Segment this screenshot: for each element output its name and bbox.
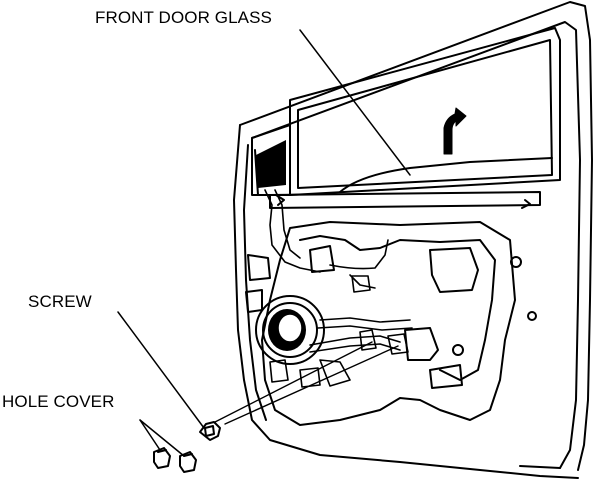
wiring-harness xyxy=(265,190,412,330)
glass-up-arrow xyxy=(444,108,466,154)
front-door-glass-label: FRONT DOOR GLASS xyxy=(95,8,272,27)
hole-cover-label: HOLE COVER xyxy=(2,392,115,411)
screw-leader-line xyxy=(118,312,204,428)
screw-path-lines xyxy=(215,342,398,424)
hole-cover-leader-lines xyxy=(140,420,184,456)
window-corner-patch xyxy=(256,140,286,188)
glass-leader-line xyxy=(300,30,410,175)
screw-label: SCREW xyxy=(28,292,92,311)
hole-cover-right xyxy=(180,452,196,472)
screw xyxy=(200,422,220,440)
speaker xyxy=(256,296,324,364)
hole-cover-left xyxy=(154,448,170,468)
door-inner-panel xyxy=(246,192,540,425)
